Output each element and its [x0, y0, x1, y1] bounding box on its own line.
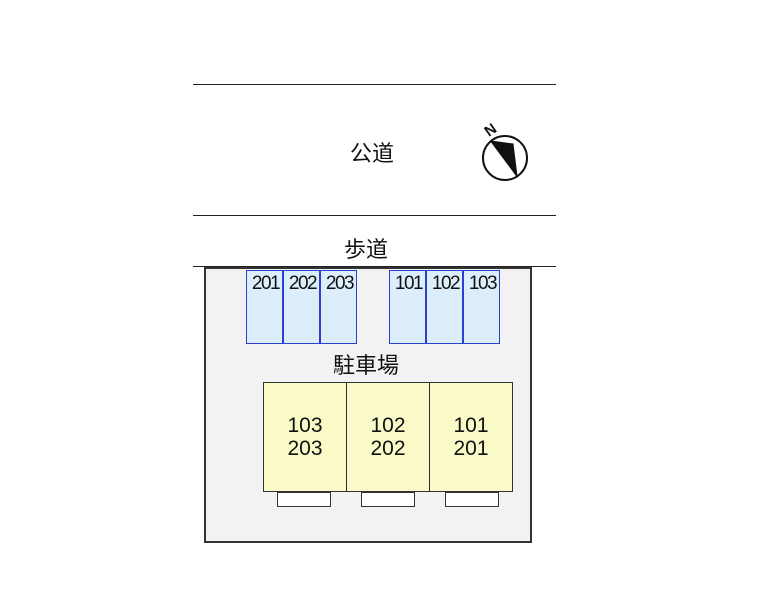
road-edge-bottom [193, 215, 556, 216]
parking-space: 102 [426, 270, 463, 344]
building-unit: 101 201 [429, 382, 513, 492]
sidewalk-edge [193, 266, 556, 267]
road-edge-top [193, 84, 556, 85]
parking-space: 203 [320, 270, 357, 344]
parking-space-label: 102 [431, 273, 461, 294]
entrance-step [361, 492, 415, 507]
unit-number-lower: 103 [287, 414, 323, 437]
parking-space-label: 203 [325, 273, 355, 294]
unit-number-upper: 201 [453, 437, 489, 460]
unit-number-lower: 102 [370, 414, 406, 437]
building-unit: 102 202 [346, 382, 430, 492]
parking-space-label: 202 [288, 273, 318, 294]
parking-space: 103 [463, 270, 500, 344]
parking-space: 101 [389, 270, 426, 344]
parking-space-label: 103 [468, 273, 498, 294]
entrance-step [277, 492, 331, 507]
parking-space-label: 201 [251, 273, 281, 294]
unit-number-upper: 202 [370, 437, 406, 460]
parking-label: 駐車場 [333, 354, 400, 379]
public-road-label: 公道 [350, 142, 395, 167]
sidewalk-label: 歩道 [344, 238, 389, 263]
parking-space: 202 [283, 270, 320, 344]
unit-number-lower: 101 [453, 414, 489, 437]
parking-space-label: 101 [394, 273, 424, 294]
north-arrow-icon: N [474, 120, 534, 184]
unit-number-upper: 203 [287, 437, 323, 460]
building-unit: 103 203 [263, 382, 347, 492]
entrance-step [445, 492, 499, 507]
parking-space: 201 [246, 270, 283, 344]
